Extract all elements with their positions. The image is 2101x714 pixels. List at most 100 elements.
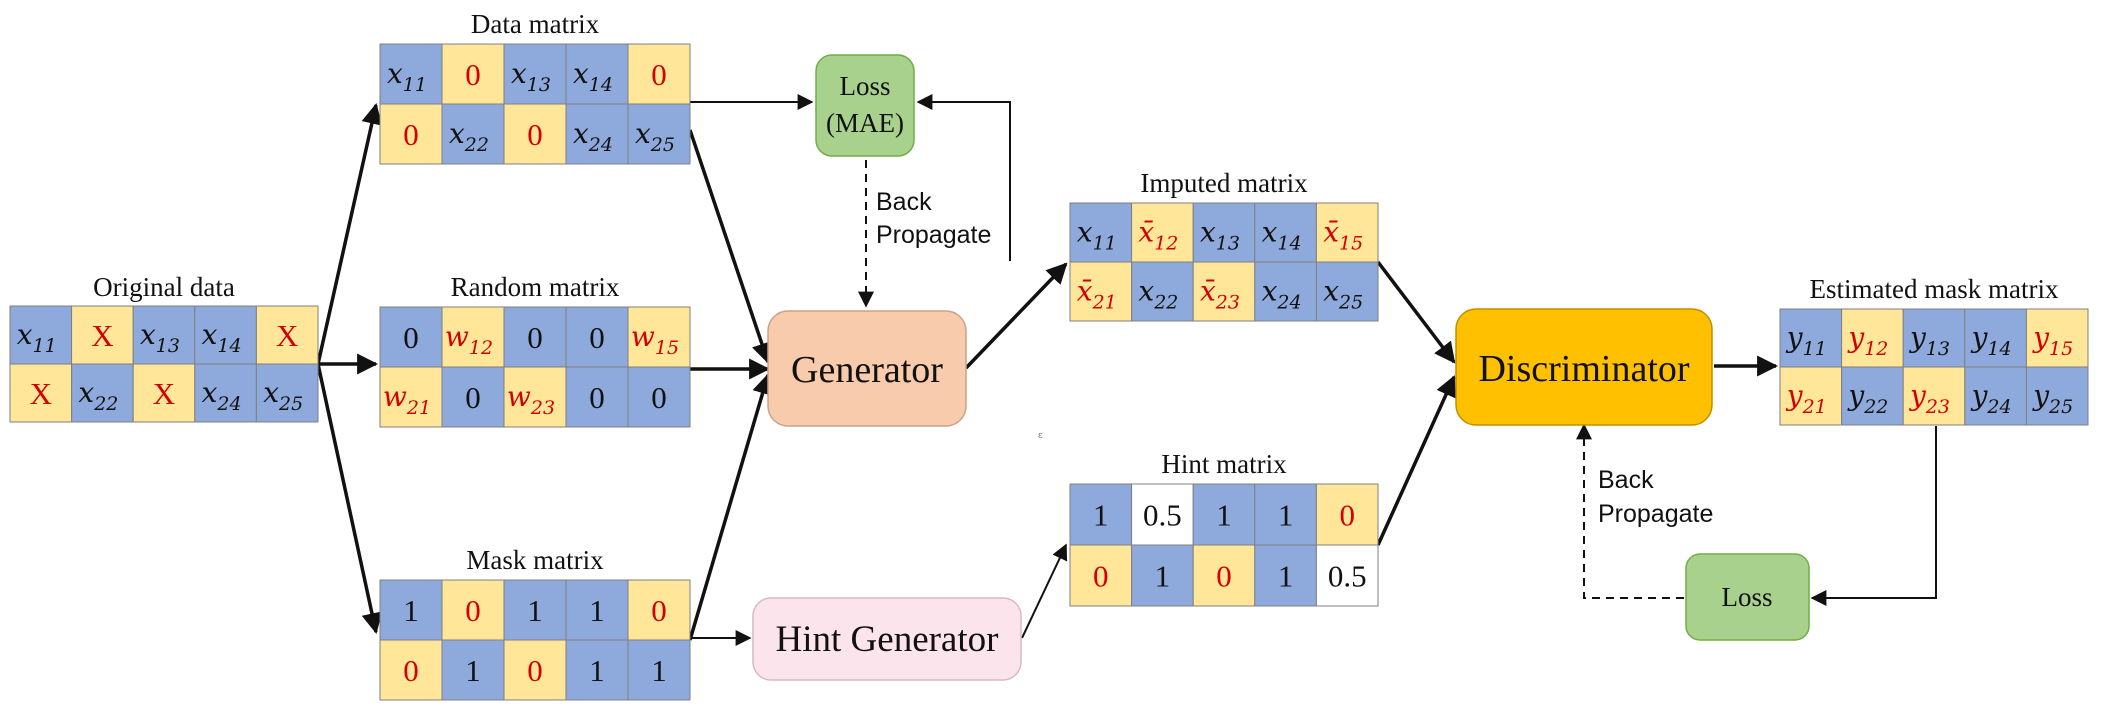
matrix-cell-value: 0 (465, 57, 481, 92)
arrow-hint-to-discriminator (1376, 375, 1456, 546)
backprop-generator-note: Back Propagate (876, 188, 991, 249)
matrix-cell-value: 1 (1278, 559, 1294, 594)
arrow-estimated-to-loss (1810, 426, 1937, 606)
matrix-cell: y15 (2025, 308, 2089, 368)
matrix-cell: x13 (503, 43, 567, 105)
matrix-cell: X (71, 305, 134, 365)
matrix-cell: X (132, 363, 196, 423)
matrix-cell: 0.5 (1131, 483, 1194, 546)
matrix-cell: 0 (441, 366, 505, 428)
matrix-cell: x13 (1192, 202, 1256, 263)
matrix-cell: 1 (1131, 544, 1194, 607)
arrow-hint-generator-to-hint (1021, 543, 1068, 639)
matrix-cell: 0 (565, 366, 629, 428)
matrix-cell: w21 (379, 366, 443, 428)
backprop-discriminator-line1: Back (1598, 466, 1654, 494)
matrix-cell: 0 (1192, 544, 1256, 607)
estimated-matrix-label: Estimated mask matrix (1810, 274, 2059, 304)
arrow-original-to-data (316, 102, 383, 365)
matrix-cell-value: 0 (403, 320, 419, 355)
matrix-cell-value: 0 (651, 380, 667, 415)
matrix-cell: 1 (379, 579, 443, 641)
matrix-cell: y14 (1964, 308, 2027, 368)
matrix-cell-value: 0.5 (1328, 559, 1367, 594)
matrix-cell-value: 1 (1278, 498, 1294, 533)
generator-box: Generator (767, 310, 967, 427)
matrix-cell-value: 0 (589, 320, 605, 355)
matrix-cell: 0 (379, 103, 443, 165)
arrow-generator-to-imputed (964, 262, 1068, 370)
matrix-cell-value: 0 (465, 593, 481, 628)
arrow-original-to-mask (316, 363, 383, 635)
random-matrix-label: Random matrix (451, 272, 620, 302)
matrix-cell-value: 0 (527, 117, 543, 152)
matrix-cell: y13 (1902, 308, 1966, 368)
backprop-generator-line2: Propagate (876, 221, 991, 249)
matrix-cell: x̄15 (1315, 202, 1379, 263)
matrix-cell-value: 0 (403, 653, 419, 688)
matrix-cell: 0 (503, 306, 567, 368)
loss-mae-box: Loss (MAE) (815, 54, 915, 157)
matrix-cell-value: 0 (589, 380, 605, 415)
matrix-cell: 1 (627, 639, 691, 701)
connectors (316, 94, 1937, 646)
matrix-cell: 1 (1069, 483, 1133, 546)
matrix-cell-value: 1 (1093, 498, 1109, 533)
arrow-data-to-generator (688, 129, 772, 364)
matrix-cell: 1 (565, 639, 629, 701)
matrix-cell: x25 (627, 103, 691, 165)
hint-matrix-label: Hint matrix (1161, 449, 1287, 479)
matrix-cell: x11 (1069, 202, 1133, 263)
matrix-cell-value: X (30, 376, 52, 411)
mask-matrix-label: Mask matrix (466, 545, 604, 575)
matrix-cell: x25 (255, 363, 319, 423)
matrix-cell: 0 (379, 306, 443, 368)
matrix-cell: y25 (2025, 366, 2089, 426)
matrix-cell-value: 0 (1093, 559, 1109, 594)
arrow-imputed-to-loss-mae (916, 94, 1011, 261)
matrix-cell-value: 1 (527, 593, 543, 628)
matrix-cell-value: 0 (403, 117, 419, 152)
matrix-cell: 0 (441, 43, 505, 105)
stray-mark: ε (1038, 431, 1043, 441)
arrow-backprop-to-discriminator (1576, 423, 1684, 599)
generator-label: Generator (791, 349, 943, 391)
matrix-cell: 0 (565, 306, 629, 368)
matrix-cell: x̄23 (1192, 261, 1256, 322)
matrix-cell-value: 1 (651, 653, 667, 688)
matrix-cell-value: X (91, 318, 113, 353)
matrix-cell-value: x25 (635, 117, 675, 156)
arrow-mask-to-generator (688, 372, 773, 641)
matrix-cell: x25 (1315, 261, 1379, 322)
matrix-cell: x22 (1131, 261, 1194, 322)
matrix-cell-value: 0 (527, 653, 543, 688)
matrix-cell: x̄12 (1131, 202, 1194, 263)
matrix-cell: 0 (379, 639, 443, 701)
matrix-cell: X (9, 363, 73, 423)
matrix-cell-value: x25 (1323, 275, 1363, 314)
matrix-cell-value: w12 (445, 320, 493, 359)
matrix-cell-value: 0 (527, 320, 543, 355)
matrix-cell: x22 (71, 363, 134, 423)
matrix-cell: 0 (1069, 544, 1133, 607)
matrix-cell: x11 (379, 43, 443, 105)
matrix-cell: x24 (194, 363, 257, 423)
loss-mae-line1: Loss (839, 71, 890, 101)
data-matrix-label: Data matrix (471, 9, 600, 39)
arrow-imputed-to-discriminator (1376, 260, 1456, 364)
matrix-cell: x11 (9, 305, 73, 365)
matrix-cell: 0 (1315, 483, 1379, 546)
matrix-cell: 0 (627, 579, 691, 641)
matrix-cell-value: X (276, 318, 298, 353)
matrix-cell: 0 (503, 639, 567, 701)
backprop-discriminator-note: Back Propagate (1598, 466, 1713, 528)
matrix-cell: 1 (565, 579, 629, 641)
discriminator-box: Discriminator (1455, 308, 1713, 426)
matrix-cell: y12 (1841, 308, 1904, 368)
backprop-discriminator-line2: Propagate (1598, 500, 1713, 528)
